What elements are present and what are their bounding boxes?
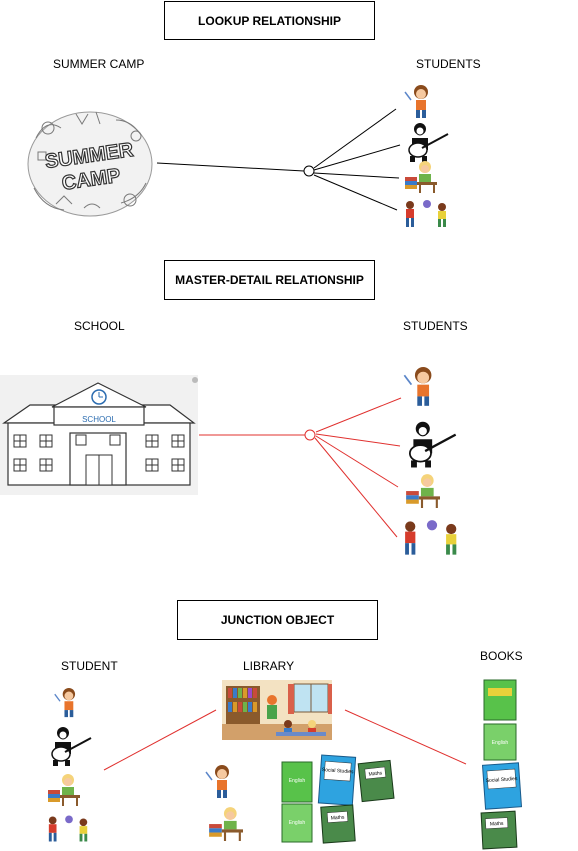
student-guitar-boy-icon xyxy=(408,123,449,162)
lookup-junction-node xyxy=(303,165,315,177)
books-social: Social Studies xyxy=(486,776,519,784)
student-reading-boy-icon xyxy=(405,161,437,193)
school-sign-text: SCHOOL xyxy=(82,415,116,424)
master-detail-students-label: STUDENTS xyxy=(403,319,468,333)
students-playing-ball-icon xyxy=(406,200,446,227)
books-column-icon: English Social Studies Maths xyxy=(480,679,523,850)
library-books-icon: English Social Studies Maths English Mat… xyxy=(281,754,395,844)
library-book-english-1: English xyxy=(289,778,306,784)
master-detail-lines xyxy=(199,397,402,538)
books-label: BOOKS xyxy=(480,649,523,663)
books-maths: Maths xyxy=(490,821,504,828)
student-violin-girl-icon xyxy=(54,688,76,718)
student-label: STUDENT xyxy=(61,659,118,673)
master-detail-junction-node xyxy=(304,429,316,441)
summer-camp-label: SUMMER CAMP xyxy=(53,57,145,71)
students-playing-ball-icon xyxy=(405,520,457,555)
library-book-maths-2: Maths xyxy=(331,815,345,822)
student-violin-girl-icon xyxy=(404,85,428,118)
summer-camp-doodle-icon: SUMMER CAMP xyxy=(27,111,153,217)
library-book-english-2: English xyxy=(289,820,306,826)
school-building-icon: SCHOOL xyxy=(0,375,198,495)
books-english: English xyxy=(492,740,509,746)
lookup-title: LOOKUP RELATIONSHIP xyxy=(164,1,375,40)
lookup-students-label: STUDENTS xyxy=(416,57,481,71)
junction-lines xyxy=(103,709,467,771)
student-reading-boy-icon xyxy=(406,474,440,508)
students-playing-ball-icon xyxy=(48,815,88,842)
student-guitar-boy-icon xyxy=(408,421,457,468)
junction-title: JUNCTION OBJECT xyxy=(177,600,378,640)
library-book-social: Social Studies xyxy=(322,767,355,775)
student-violin-girl-icon xyxy=(403,367,432,406)
student-reading-boy-icon xyxy=(48,774,80,806)
library-label: LIBRARY xyxy=(243,659,295,673)
lookup-lines xyxy=(156,108,401,211)
library-book-maths-1: Maths xyxy=(368,770,383,777)
student-violin-girl-icon xyxy=(205,765,229,798)
student-reading-boy-icon xyxy=(209,807,243,841)
student-guitar-boy-icon xyxy=(51,727,92,766)
school-label: SCHOOL xyxy=(74,319,125,333)
library-room-icon xyxy=(222,680,332,740)
master-detail-title: MASTER-DETAIL RELATIONSHIP xyxy=(164,260,375,300)
